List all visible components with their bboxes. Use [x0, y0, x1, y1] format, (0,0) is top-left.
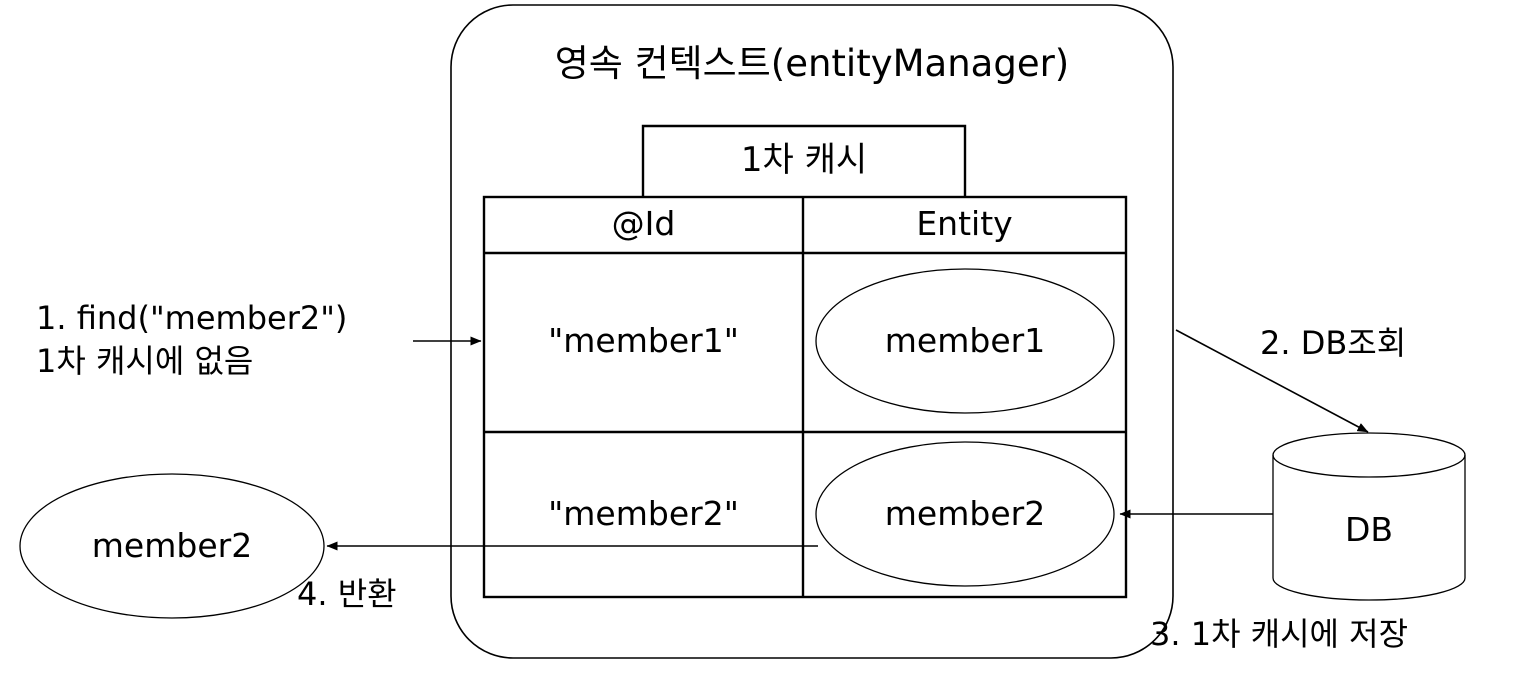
table-row-2-entity-label: member2: [884, 494, 1046, 533]
step-1-label-line1: 1. find("member2"): [36, 299, 348, 337]
persistence-context-title: 영속 컨텍스트(entityManager): [554, 42, 1070, 85]
first-level-cache-label: 1차 캐시: [740, 140, 868, 180]
step-1-label-line2: 1차 캐시에 없음: [36, 342, 254, 380]
step-3-label: 3. 1차 캐시에 저장: [1150, 615, 1409, 653]
table-row-1-id: "member1": [548, 321, 739, 360]
table-row-1-entity-label: member1: [884, 321, 1046, 360]
step-4-label: 4. 반환: [297, 575, 397, 613]
first-level-cache-box: [641, 124, 967, 196]
cache-table-border: [482, 195, 1128, 599]
connector-step2-db-query: [1175, 329, 1369, 433]
database-cylinder-body: [1272, 455, 1466, 601]
column-header-id: @Id: [611, 204, 676, 243]
database-label: DB: [1344, 510, 1394, 549]
returned-entity-ellipse: [19, 473, 325, 619]
table-row-2-id: "member2": [548, 494, 739, 533]
step-2-label: 2. DB조회: [1260, 324, 1407, 362]
entity-ellipse-member1: [815, 268, 1115, 414]
column-header-entity: Entity: [916, 204, 1013, 243]
entity-ellipse-member2: [815, 441, 1115, 587]
persistence-context-container: [450, 4, 1174, 659]
database-cylinder-top: [1272, 432, 1466, 478]
returned-entity-label: member2: [91, 526, 253, 565]
